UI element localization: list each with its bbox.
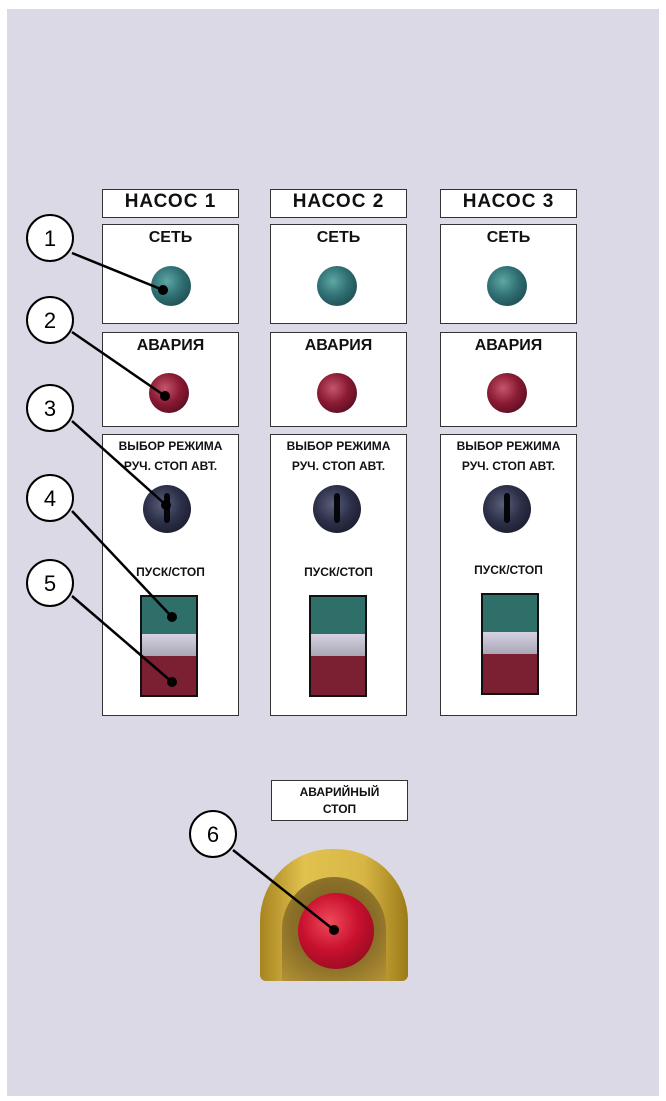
pump-3-mode-label-2: РУЧ. СТОП АВТ. [461, 459, 556, 473]
pump-1-mode-label-2: РУЧ. СТОП АВТ. [123, 459, 218, 473]
callout-3: 3 [44, 396, 56, 421]
pump-3-startstop-label: ПУСК/СТОП [474, 563, 543, 577]
pump-2-title: НАСОС 2 [292, 191, 385, 212]
pump-3-start-button[interactable] [483, 595, 537, 633]
pump-1-power-lamp [151, 266, 191, 306]
callout-1: 1 [44, 226, 56, 251]
pump-2-alarm-lamp [317, 373, 357, 413]
pump-1-title: НАСОС 1 [124, 191, 217, 212]
control-panel: НАСОС 1 СЕТЬ АВАРИЯ ВЫБОР РЕЖИМА РУЧ. СТ… [7, 9, 659, 1096]
callout-2: 2 [44, 308, 56, 333]
pump-3-control-section: ВЫБОР РЕЖИМА РУЧ. СТОП АВТ. ПУСК/СТОП [440, 434, 577, 716]
callout-4: 4 [44, 486, 56, 511]
pump-2-stop-button[interactable] [311, 655, 365, 695]
pump-1-power-label: СЕТЬ [148, 229, 193, 246]
pump-2-power-section: СЕТЬ [270, 224, 407, 324]
pump-2-title-plate: НАСОС 2 [270, 189, 407, 218]
pump-2-mode-selector-knob[interactable] [313, 485, 361, 533]
pump-3-mode-label-1: ВЫБОР РЕЖИМА [456, 439, 561, 453]
pump-2-startstop-label: ПУСК/СТОП [304, 565, 373, 579]
callout-6: 6 [207, 822, 219, 847]
pump-1-alarm-label: АВАРИЯ [136, 337, 205, 354]
pump-2-mode-label-1: ВЫБОР РЕЖИМА [286, 439, 391, 453]
emergency-stop-plate: АВАРИЙНЫЙ СТОП [271, 780, 408, 821]
pump-2-start-stop-button[interactable] [309, 595, 367, 697]
pump-1-power-section: СЕТЬ [102, 224, 239, 324]
pump-3-alarm-section: АВАРИЯ [440, 332, 577, 427]
emergency-stop-guard [260, 849, 408, 981]
pump-3-stop-button[interactable] [483, 653, 537, 693]
pump-3-title-plate: НАСОС 3 [440, 189, 577, 218]
emergency-stop-label-1: АВАРИЙНЫЙ [299, 785, 380, 799]
pump-3-power-section: СЕТЬ [440, 224, 577, 324]
pump-1-startstop-label: ПУСК/СТОП [136, 565, 205, 579]
pump-3-power-lamp [487, 266, 527, 306]
pump-2-power-label: СЕТЬ [316, 229, 361, 246]
pump-2-start-button[interactable] [311, 597, 365, 635]
pump-2-control-section: ВЫБОР РЕЖИМА РУЧ. СТОП АВТ. ПУСК/СТОП [270, 434, 407, 716]
pump-3-title: НАСОС 3 [462, 191, 555, 212]
pump-3-power-label: СЕТЬ [486, 229, 531, 246]
emergency-stop-label-2: СТОП [322, 802, 357, 816]
pump-2-power-lamp [317, 266, 357, 306]
pump-1-mode-label-1: ВЫБОР РЕЖИМА [118, 439, 223, 453]
callout-5: 5 [44, 571, 56, 596]
pump-1-alarm-section: АВАРИЯ [102, 332, 239, 427]
pump-3-alarm-lamp [487, 373, 527, 413]
pump-3-mode-selector-knob[interactable] [483, 485, 531, 533]
pump-1-title-plate: НАСОС 1 [102, 189, 239, 218]
pump-3-alarm-label: АВАРИЯ [474, 337, 543, 354]
pump-2-alarm-section: АВАРИЯ [270, 332, 407, 427]
pump-3-start-stop-button[interactable] [481, 593, 539, 695]
pump-2-alarm-label: АВАРИЯ [304, 337, 373, 354]
pump-2-mode-label-2: РУЧ. СТОП АВТ. [291, 459, 386, 473]
